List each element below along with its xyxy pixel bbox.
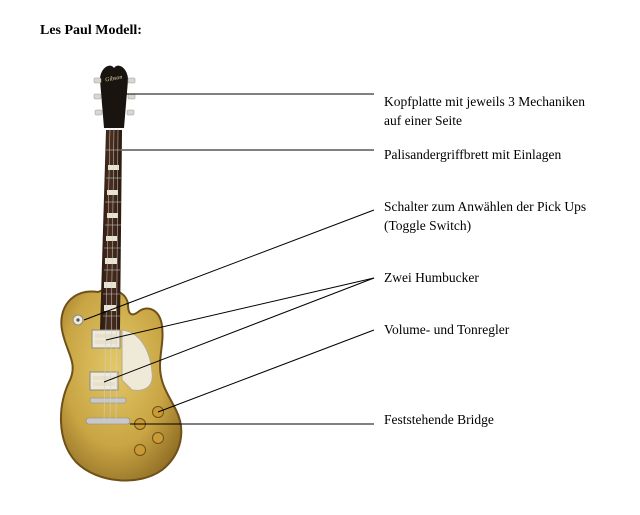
control-knobs [134, 406, 164, 456]
humbucker-bridge [89, 371, 119, 391]
label-bridge: Feststehende Bridge [384, 410, 494, 429]
label-headstock-line1: Kopfplatte mit jeweils 3 Mechaniken [384, 94, 585, 109]
label-toggle-switch: Schalter zum Anwählen der Pick Ups (Togg… [384, 197, 586, 235]
leader-lines [83, 93, 375, 425]
label-toggle-switch-line2: (Toggle Switch) [384, 218, 472, 233]
tune-o-matic [89, 397, 127, 404]
leader-line-humbucker-2 [103, 277, 375, 383]
headstock-logo: Gibson [105, 75, 123, 84]
label-fretboard: Palisandergriffbrett mit Einlagen [384, 145, 561, 164]
neck-fretboard [100, 130, 122, 330]
stop-bar-bridge [85, 417, 131, 425]
label-headstock-line2: auf einer Seite [384, 113, 462, 128]
page-title: Les Paul Modell: [40, 23, 142, 38]
label-toggle-switch-line1: Schalter zum Anwählen der Pick Ups [384, 199, 587, 214]
guitar-body [60, 288, 183, 482]
leader-line-toggle [83, 209, 375, 321]
humbucker-neck [91, 329, 121, 349]
label-bridge-line1: Feststehende Bridge [384, 412, 494, 427]
pickguard [121, 329, 153, 391]
label-humbuckers-line1: Zwei Humbucker [384, 270, 479, 285]
leader-line-humbucker-1 [105, 277, 375, 341]
leader-line-knobs [157, 329, 375, 413]
label-headstock: Kopfplatte mit jeweils 3 Mechaniken auf … [384, 92, 585, 130]
headstock [100, 65, 128, 128]
label-fretboard-line1: Palisandergriffbrett mit Einlagen [384, 147, 562, 162]
label-humbuckers: Zwei Humbucker [384, 268, 479, 287]
label-knobs-line1: Volume- und Tonregler [384, 322, 510, 337]
tuning-machines [93, 77, 136, 116]
label-knobs: Volume- und Tonregler [384, 320, 509, 339]
